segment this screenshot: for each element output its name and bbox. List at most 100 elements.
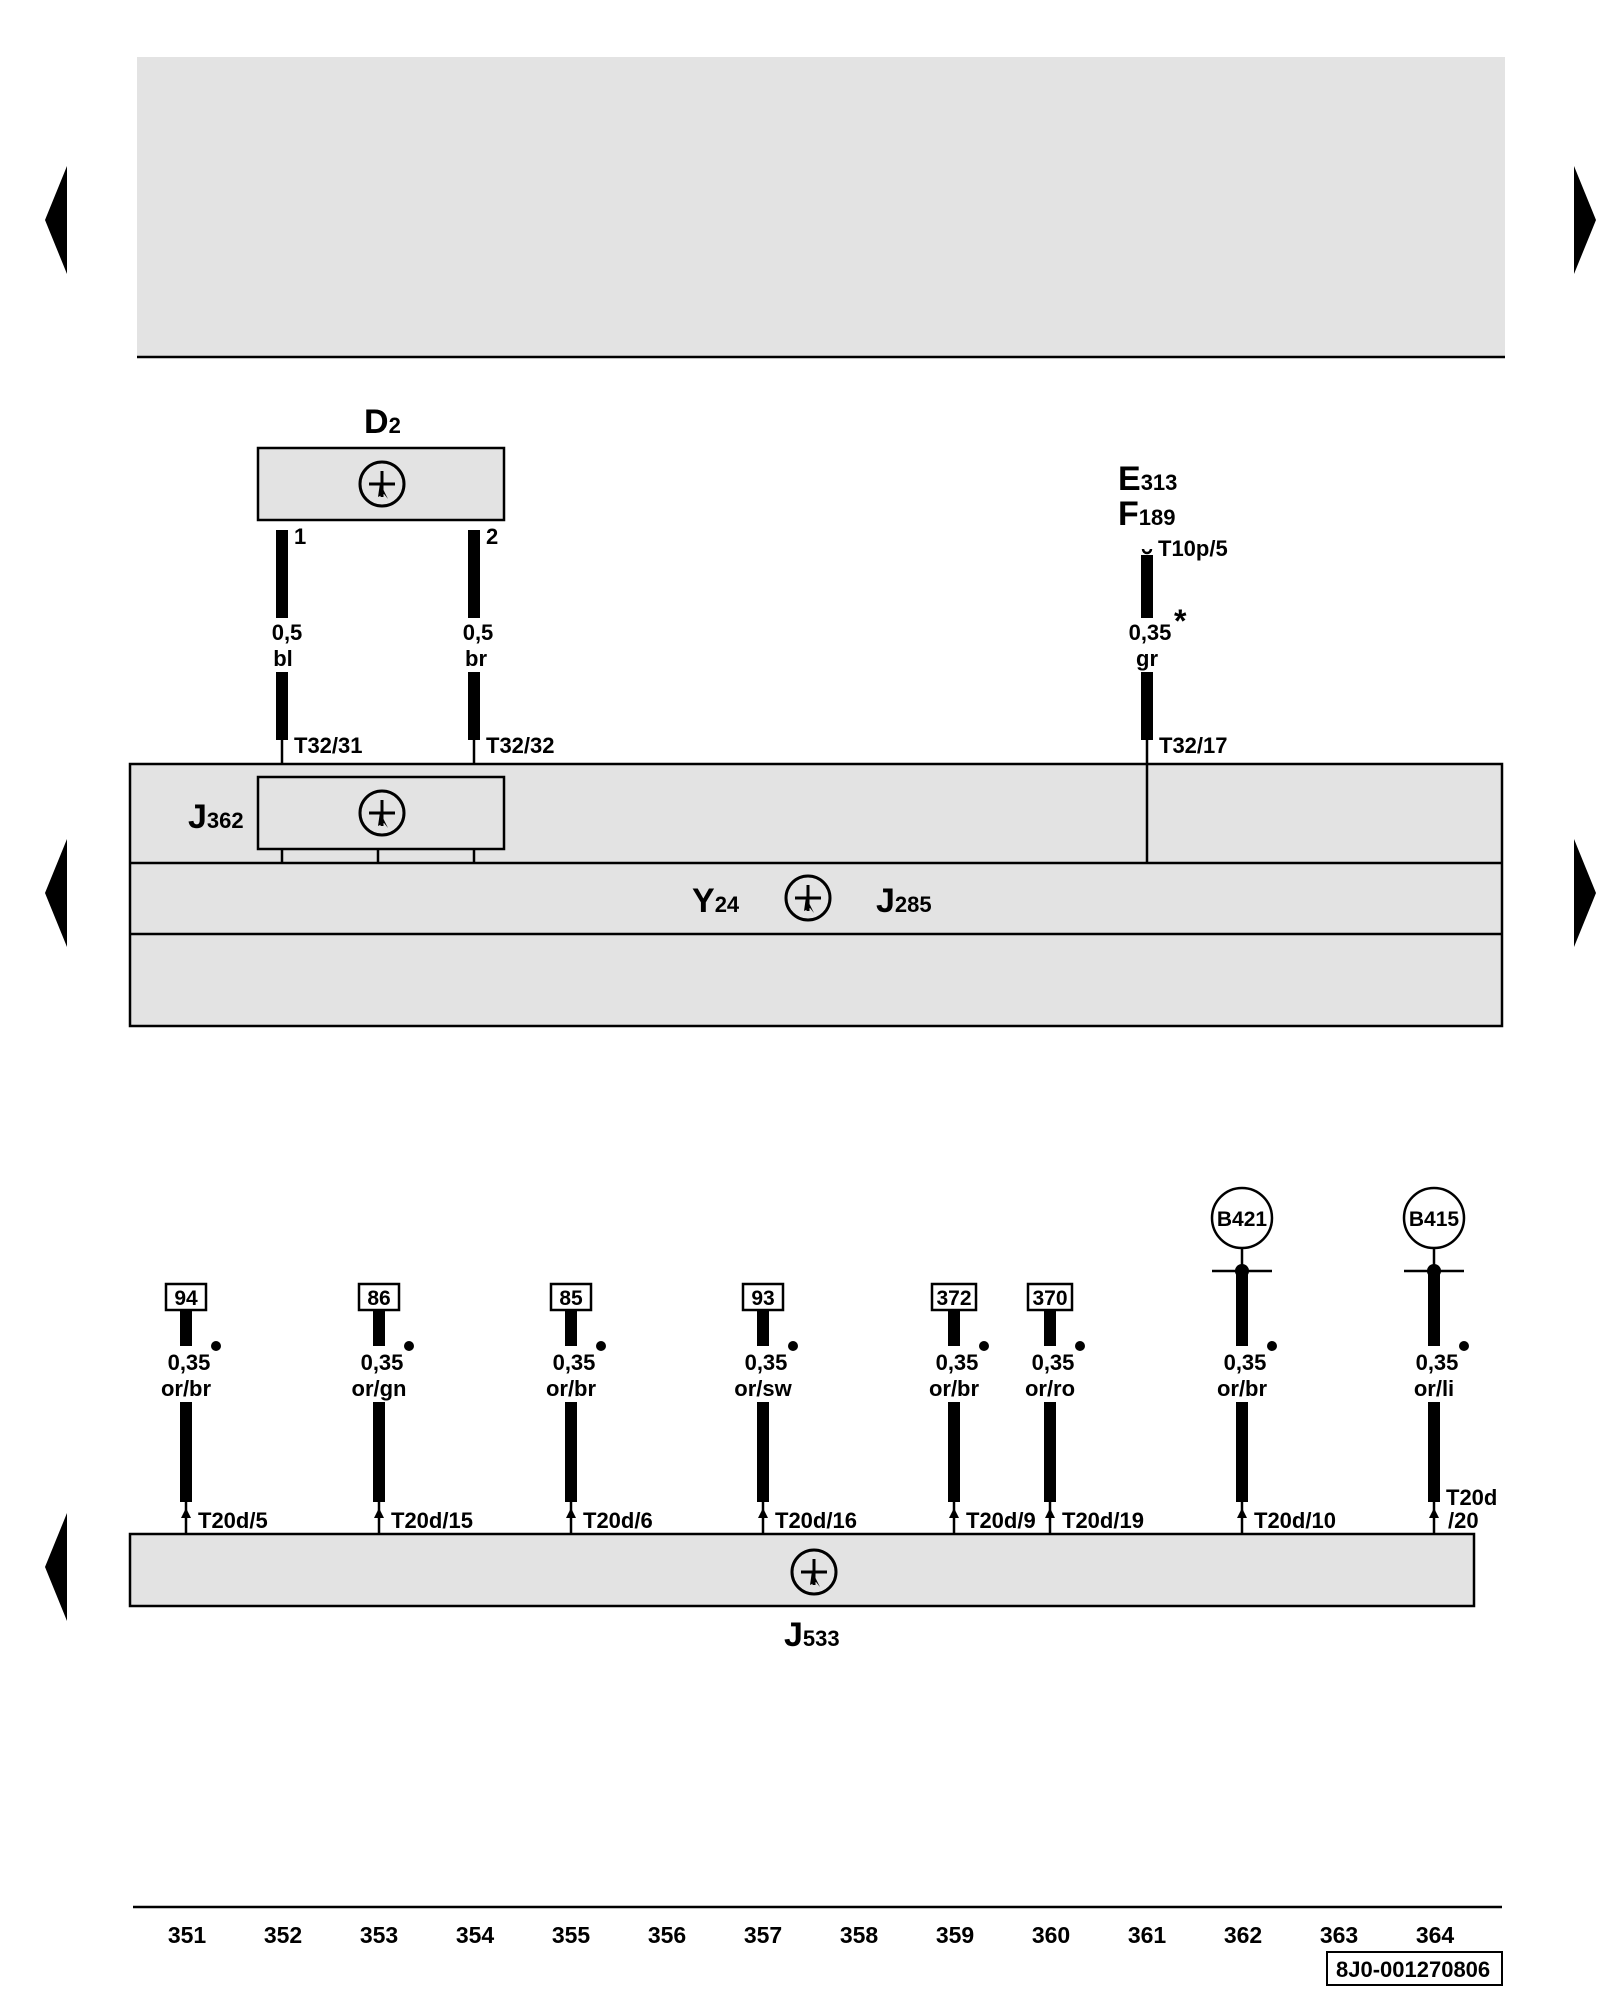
wire-color-label: or/br [1217, 1376, 1268, 1401]
arrow-left-icon[interactable] [45, 166, 67, 274]
wire-reference-box [741, 1282, 785, 1312]
wire-pin-label: T20d/19 [1062, 1508, 1144, 1533]
wire-color-label: or/gn [352, 1376, 407, 1401]
wire-d2-pin1 [262, 530, 302, 775]
wire-pin-label: T20d/9 [966, 1508, 1036, 1533]
wire-size-label: 0,35 [553, 1350, 596, 1375]
pin-label-t32-32: T32/32 [486, 733, 555, 758]
wire-color-label: gr [1136, 646, 1158, 671]
wire-color-label: or/ro [1025, 1376, 1075, 1401]
wire-pin-label: T20d/6 [583, 1508, 653, 1533]
bottom-wire-group: 940,35or/brT20d/5860,35or/gnT20d/15850,3… [156, 1186, 1497, 1534]
ground-connection-label: B415 [1409, 1208, 1460, 1231]
wire-size-label: 0,5 [272, 620, 303, 645]
j362-label: J362 [188, 798, 244, 836]
wire-dot [979, 1341, 989, 1351]
column-number: 354 [456, 1922, 495, 1948]
wire-reference-label: 86 [367, 1287, 390, 1310]
wire-pin-label: T20d/15 [391, 1508, 473, 1533]
wire-size-label: 0,35 [936, 1350, 979, 1375]
wire-size-label: 0,35 [361, 1350, 404, 1375]
column-number: 352 [264, 1922, 302, 1948]
wire-size-label: 0,35 [1416, 1350, 1459, 1375]
j285-label: J285 [876, 882, 932, 920]
ground-connection-label: B421 [1217, 1208, 1268, 1231]
wire-pin-label: /20 [1448, 1508, 1479, 1533]
wire-reference-label: 94 [174, 1287, 198, 1310]
diagram-code-box [1326, 1951, 1503, 1986]
wire-reference-box [1026, 1282, 1074, 1312]
arrow-left-icon[interactable] [45, 1513, 67, 1621]
wire-size-label: 0,35 [745, 1350, 788, 1375]
d2-label: D2 [364, 403, 401, 441]
pin-label-t32-31: T32/31 [294, 733, 363, 758]
wire-reference-label: 372 [936, 1287, 971, 1310]
column-number: 358 [840, 1922, 879, 1948]
wire-pin-label: T20d [1446, 1485, 1497, 1510]
f189-label: F189 [1118, 495, 1176, 533]
column-number: 364 [1416, 1922, 1455, 1948]
j533-panel [128, 1532, 1476, 1608]
j533-label: J533 [784, 1616, 840, 1654]
column-number: 360 [1032, 1922, 1070, 1948]
wire-size-label: 0,35 [1032, 1350, 1075, 1375]
wire-reference-label: 85 [559, 1287, 583, 1310]
wire-reference-box [164, 1282, 208, 1312]
wire-color-label: or/sw [734, 1376, 792, 1401]
wire-dot [1075, 1341, 1085, 1351]
wire-size-label: 0,35 [168, 1350, 211, 1375]
arrow-left-icon[interactable] [45, 839, 67, 947]
wire-dot [1267, 1341, 1277, 1351]
e313-connector-label: T10p/5 [1158, 536, 1228, 561]
e313-label: E313 [1118, 460, 1177, 498]
wire-reference-label: 370 [1032, 1287, 1067, 1310]
wire-color-label: br [465, 646, 487, 671]
wire-dot [596, 1341, 606, 1351]
column-number: 353 [360, 1922, 398, 1948]
wire-color-label: or/br [161, 1376, 212, 1401]
wire-reference-box [549, 1282, 593, 1312]
wire-dot [404, 1341, 414, 1351]
column-number: 363 [1320, 1922, 1358, 1948]
arrow-right-icon[interactable] [1574, 166, 1596, 274]
wire-reference-box [930, 1282, 978, 1312]
wire-pin-label: T20d/10 [1254, 1508, 1336, 1533]
column-number: 351 [168, 1922, 207, 1948]
wire-footnote-asterisk: * [1174, 603, 1187, 639]
wire-reference-box [357, 1282, 401, 1312]
wire-d2-pin2 [454, 530, 494, 775]
wire-color-label: or/br [546, 1376, 597, 1401]
diagram-code: 8J0-001270806 [1336, 1957, 1490, 1982]
wire-size-label: 0,35 [1224, 1350, 1267, 1375]
y24-label: Y24 [692, 882, 740, 920]
top-grey-panel [137, 57, 1505, 357]
column-number: 359 [936, 1922, 974, 1948]
column-number: 362 [1224, 1922, 1262, 1948]
column-number: 357 [744, 1922, 782, 1948]
arrow-right-icon[interactable] [1574, 839, 1596, 947]
wire-pin-label: T20d/5 [198, 1508, 268, 1533]
wire-pin-label: T20d/16 [775, 1508, 857, 1533]
wire-color-label: bl [273, 646, 293, 671]
d2-pin-1: 1 [294, 524, 306, 549]
pin-label-t32-17: T32/17 [1159, 733, 1228, 758]
wire-dot [788, 1341, 798, 1351]
wire-color-label: or/br [929, 1376, 980, 1401]
d2-pin-2: 2 [486, 524, 498, 549]
wire-reference-label: 93 [751, 1287, 774, 1310]
wire-dot [211, 1341, 221, 1351]
wire-dot [1459, 1341, 1469, 1351]
column-number: 356 [648, 1922, 686, 1948]
column-number: 361 [1128, 1922, 1167, 1948]
wire-color-label: or/li [1414, 1376, 1454, 1401]
